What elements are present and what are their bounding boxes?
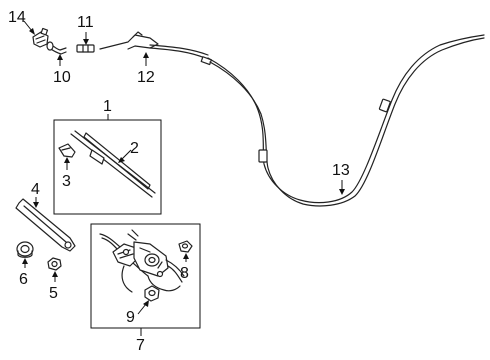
callout-13: 13 [332,162,350,195]
callout-label-9: 9 [126,309,135,326]
callout-7: 7 [136,328,145,354]
part-3-blade-clip [58,143,76,158]
callout-label-10: 10 [53,69,71,86]
part-6-pivot-cap [16,241,34,258]
callout-label-14: 14 [8,9,26,26]
callout-3: 3 [62,157,71,190]
part-7-wiper-motor [99,229,185,293]
callout-2: 2 [118,140,139,163]
part-2-wiper-blade [70,130,156,198]
frame-7-motor-assembly [90,223,201,329]
frame-1-blade-assembly [53,119,162,215]
part-14-nozzle-clip [32,27,49,48]
callout-label-2: 2 [130,140,139,157]
callout-6: 6 [19,258,28,288]
callout-label-3: 3 [62,173,71,190]
part-12-washer-hose-front [99,31,212,66]
callout-10: 10 [53,54,71,86]
callout-14: 14 [8,9,35,35]
part-5-nut [47,257,62,271]
part-13-washer-hose-rear [207,34,485,207]
callout-label-7: 7 [136,337,145,354]
callout-8: 8 [180,253,189,282]
callout-label-12: 12 [137,69,155,86]
part-8-grommet [178,240,193,253]
callout-9: 9 [126,300,149,326]
part-4-wiper-arm [15,198,76,252]
callout-label-1: 1 [103,98,112,115]
callout-label-8: 8 [180,265,189,282]
part-9-bolt [144,285,160,302]
callout-label-13: 13 [332,162,350,179]
part-11-connector [76,44,95,53]
callout-label-5: 5 [49,285,58,302]
callout-11: 11 [77,14,94,45]
callout-label-6: 6 [19,271,28,288]
callout-12: 12 [137,52,155,86]
callout-label-11: 11 [77,14,94,31]
callout-4: 4 [31,181,40,208]
callout-5: 5 [49,271,58,302]
callout-label-4: 4 [31,181,40,198]
callout-1: 1 [103,98,112,120]
part-10-hose-elbow [46,41,67,55]
